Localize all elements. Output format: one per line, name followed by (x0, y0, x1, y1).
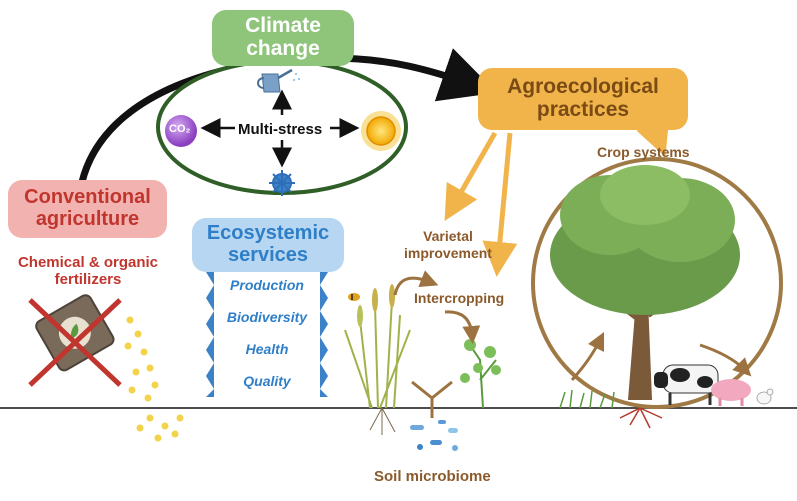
varietal-loop-arrow (393, 270, 439, 296)
microbiome-arrows (411, 380, 453, 418)
watering-can-icon (257, 68, 300, 93)
fertilizers-label: Chemical & organic fertilizers (17, 254, 159, 289)
crop-systems-label: Crop systems (597, 144, 690, 160)
grass-icon (559, 389, 615, 409)
pea-plant-icon (460, 339, 501, 409)
tree-roots-icon (619, 407, 663, 429)
arrow-to-crop-systems (636, 118, 670, 158)
varietal-improvement-label: Varietal improvement (404, 228, 492, 261)
tree-icon (550, 165, 740, 400)
service-production: Production (230, 277, 304, 293)
intercropping-label: Intercropping (414, 290, 505, 306)
co2-bubble-icon (165, 115, 197, 147)
ecosystemic-services-box: Ecosystemic services (192, 218, 344, 272)
ecosystemic-services-label: Ecosystemic services (206, 222, 330, 266)
intercrop-arrow (444, 310, 481, 344)
fertilizer-bag-icon (28, 294, 122, 387)
arrow-to-varietal (444, 131, 498, 222)
crop-arrow-left (570, 331, 605, 382)
virus-icon (269, 170, 295, 196)
crop-arrow-right (699, 343, 752, 377)
arrow-to-intercropping (482, 132, 518, 277)
agroecological-practices-box: Agroecological practices (478, 68, 688, 130)
services-ribbon (206, 272, 328, 397)
microbe-icon (410, 420, 458, 451)
sun-icon (361, 111, 401, 151)
service-quality: Quality (243, 373, 291, 389)
service-biodiversity: Biodiversity (226, 309, 308, 325)
climate-change-label: Climate change (245, 14, 321, 60)
wheat-roots-icon (369, 407, 396, 435)
bee-icon (348, 293, 360, 301)
cow-icon (654, 364, 719, 405)
climate-change-box: Climate change (212, 10, 354, 66)
conventional-agriculture-box: Conventional agriculture (8, 180, 167, 238)
agroecological-practices-label: Agroecological practices (507, 75, 659, 121)
chicken-icon (756, 388, 774, 405)
co2-label: CO₂ (169, 123, 191, 135)
fertilizer-pellets (124, 316, 184, 442)
wheat-icon (344, 284, 411, 409)
conventional-agriculture-label: Conventional agriculture (24, 186, 151, 230)
crop-system-circle (531, 157, 783, 409)
service-health: Health (245, 341, 289, 357)
multi-stress-label: Multi-stress (238, 121, 323, 138)
pig-icon (711, 379, 751, 406)
soil-microbiome-label: Soil microbiome (374, 468, 491, 485)
